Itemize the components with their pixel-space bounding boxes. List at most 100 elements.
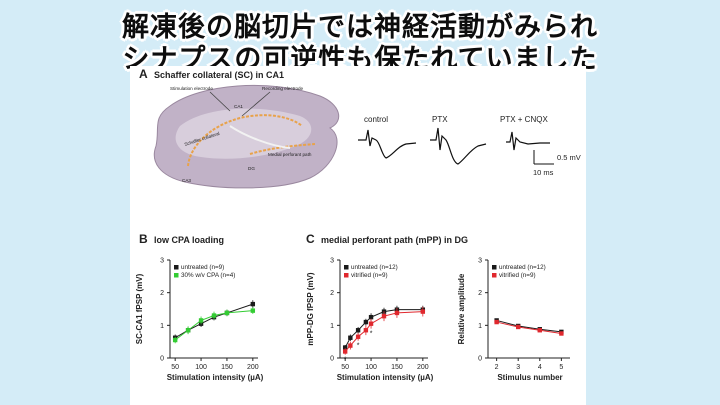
hippocampus-diagram: Stimulation electrode Recording electrod… — [153, 84, 340, 189]
figure-panel: A Schaffer collateral (SC) in CA1 Stimul… — [130, 66, 586, 405]
legend-swatch — [174, 273, 179, 278]
data-point — [368, 321, 374, 326]
data-point — [250, 308, 256, 313]
x-tick-label: 5 — [559, 364, 563, 371]
rec-electrode — [241, 91, 271, 117]
x-tick-label: 50 — [341, 364, 349, 371]
x-axis-label: Stimulation intensity (µA) — [167, 373, 264, 382]
panel-a-letter: A — [139, 67, 148, 81]
y-tick-label: 1 — [478, 323, 482, 330]
data-point — [211, 313, 217, 318]
legend-swatch — [492, 265, 497, 270]
y-tick-label: 3 — [330, 258, 334, 265]
label-stim-electrode: Stimulation electrode — [170, 86, 213, 91]
scalebar-time: 10 ms — [533, 168, 554, 177]
panel-b-title: low CPA loading — [154, 235, 224, 245]
panel-a-title: Schaffer collateral (SC) in CA1 — [154, 70, 284, 80]
data-point — [363, 319, 369, 325]
y-tick-label: 0 — [478, 356, 482, 363]
legend-swatch — [344, 265, 349, 270]
data-point — [368, 314, 374, 320]
data-point — [381, 313, 387, 319]
trace-label-ptx: PTX — [432, 115, 448, 124]
significance-star: * — [357, 343, 360, 350]
x-axis-label: Stimulus number — [497, 373, 562, 382]
x-tick-label: 100 — [195, 364, 207, 371]
label-ca3: CA3 — [182, 178, 191, 183]
data-point — [355, 328, 361, 333]
label-rec-electrode: Recording electrode — [262, 86, 304, 91]
data-point — [224, 310, 230, 316]
significance-star: * — [370, 331, 373, 338]
label-mpp: Medial perforant path — [268, 152, 312, 157]
x-tick-label: 3 — [516, 364, 520, 371]
x-tick-label: 4 — [538, 364, 542, 371]
label-dg: DG — [248, 166, 255, 171]
panel-c-title: medial perforant path (mPP) in DG — [321, 235, 468, 245]
label-ca1: CA1 — [234, 104, 243, 109]
data-point — [394, 310, 400, 316]
data-point — [342, 349, 348, 354]
schaffer-pathway — [187, 114, 303, 167]
trace-label-ptx-cnqx: PTX + CNQX — [500, 115, 548, 124]
data-point — [172, 337, 178, 343]
data-point — [185, 328, 191, 333]
data-point — [494, 319, 499, 325]
x-axis-label: Stimulation intensity (µA) — [337, 373, 434, 382]
legend-entry: vitrified (n=9) — [351, 272, 388, 279]
figure-svg: A Schaffer collateral (SC) in CA1 Stimul… — [135, 67, 581, 383]
y-tick-label: 3 — [160, 258, 164, 265]
panel-c-letter: C — [306, 232, 315, 246]
data-point — [348, 343, 353, 348]
trace-label-control: control — [364, 115, 388, 124]
x-tick-label: 200 — [417, 364, 429, 371]
data-point — [250, 301, 256, 307]
legend-swatch — [344, 273, 349, 278]
y-tick-label: 1 — [160, 323, 164, 330]
y-tick-label: 3 — [478, 258, 482, 265]
x-tick-label: 150 — [391, 364, 403, 371]
y-tick-label: 2 — [330, 290, 334, 297]
trace-ptx-cnqx — [506, 131, 550, 151]
legend-entry: untreated (n=9) — [181, 264, 224, 271]
y-tick-label: 2 — [478, 290, 482, 297]
series-line — [174, 303, 253, 339]
legend-swatch — [492, 273, 497, 278]
y-axis-label: mPP-DG fPSP (mV) — [306, 272, 315, 346]
x-tick-label: 100 — [365, 364, 377, 371]
data-point — [198, 318, 204, 323]
trace-control — [358, 129, 417, 159]
x-tick-label: 2 — [495, 364, 499, 371]
scalebar-voltage: 0.5 mV — [557, 153, 581, 162]
significance-star: * — [344, 357, 347, 364]
panel-b-letter: B — [139, 232, 148, 246]
data-point — [363, 328, 369, 333]
legend-swatch — [174, 265, 179, 270]
y-axis-label: Relative amplitude — [457, 273, 466, 344]
series-line — [496, 321, 562, 334]
legend-entry: 30% w/v CPA (n=4) — [181, 272, 235, 279]
data-point — [355, 334, 361, 339]
data-point — [348, 335, 353, 340]
data-point — [559, 331, 564, 336]
series-line — [496, 319, 562, 333]
legend-entry: untreated (n=12) — [351, 264, 398, 271]
data-point — [537, 328, 542, 333]
y-tick-label: 1 — [330, 323, 334, 330]
y-tick-label: 0 — [160, 356, 164, 363]
dentate-band — [229, 125, 291, 149]
trace-ptx — [430, 127, 487, 165]
legend-entry: untreated (n=12) — [499, 264, 546, 271]
data-point — [420, 309, 426, 314]
data-point — [342, 345, 348, 350]
headline-line-1: 解凍後の脳切片では神経活動がみられ — [122, 12, 598, 43]
x-tick-label: 200 — [247, 364, 259, 371]
stim-electrode — [209, 91, 231, 112]
y-tick-label: 0 — [330, 356, 334, 363]
y-axis-label: SC-CA1 fPSP (mV) — [135, 273, 144, 344]
x-tick-label: 50 — [171, 364, 179, 371]
x-tick-label: 150 — [221, 364, 233, 371]
